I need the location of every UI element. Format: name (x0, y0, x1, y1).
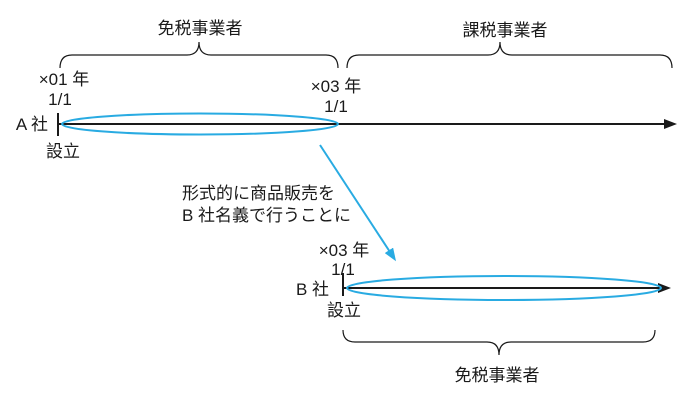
label-a-founding-year: ×01 年 (39, 70, 90, 89)
label-a-founding-date: 1/1 (48, 90, 72, 109)
annotation-line2: B 社名義で行うことに (182, 206, 351, 225)
label-a-switch-year: ×03 年 (311, 77, 362, 96)
label-b-founding-date: 1/1 (331, 260, 355, 279)
label-b-establish: 設立 (327, 301, 361, 320)
label-exempt-bottom: 免税事業者 (455, 366, 540, 385)
label-company-a: A 社 (16, 115, 48, 134)
label-b-founding-year: ×03 年 (319, 241, 370, 260)
label-a-establish: 設立 (46, 142, 80, 161)
highlight-ellipse-b (346, 275, 662, 301)
annotation-line1: 形式的に商品販売を (182, 184, 335, 203)
label-company-b: B 社 (296, 280, 329, 299)
transfer-arrow (319, 144, 397, 262)
label-taxable-top: 課税事業者 (463, 21, 548, 40)
brace-taxable-top (346, 41, 673, 69)
brace-exempt-top (59, 41, 339, 69)
label-a-switch-date: 1/1 (324, 97, 348, 116)
label-exempt-top: 免税事業者 (158, 19, 243, 38)
brace-exempt-bottom (342, 329, 656, 356)
highlight-ellipse-a (61, 112, 339, 136)
